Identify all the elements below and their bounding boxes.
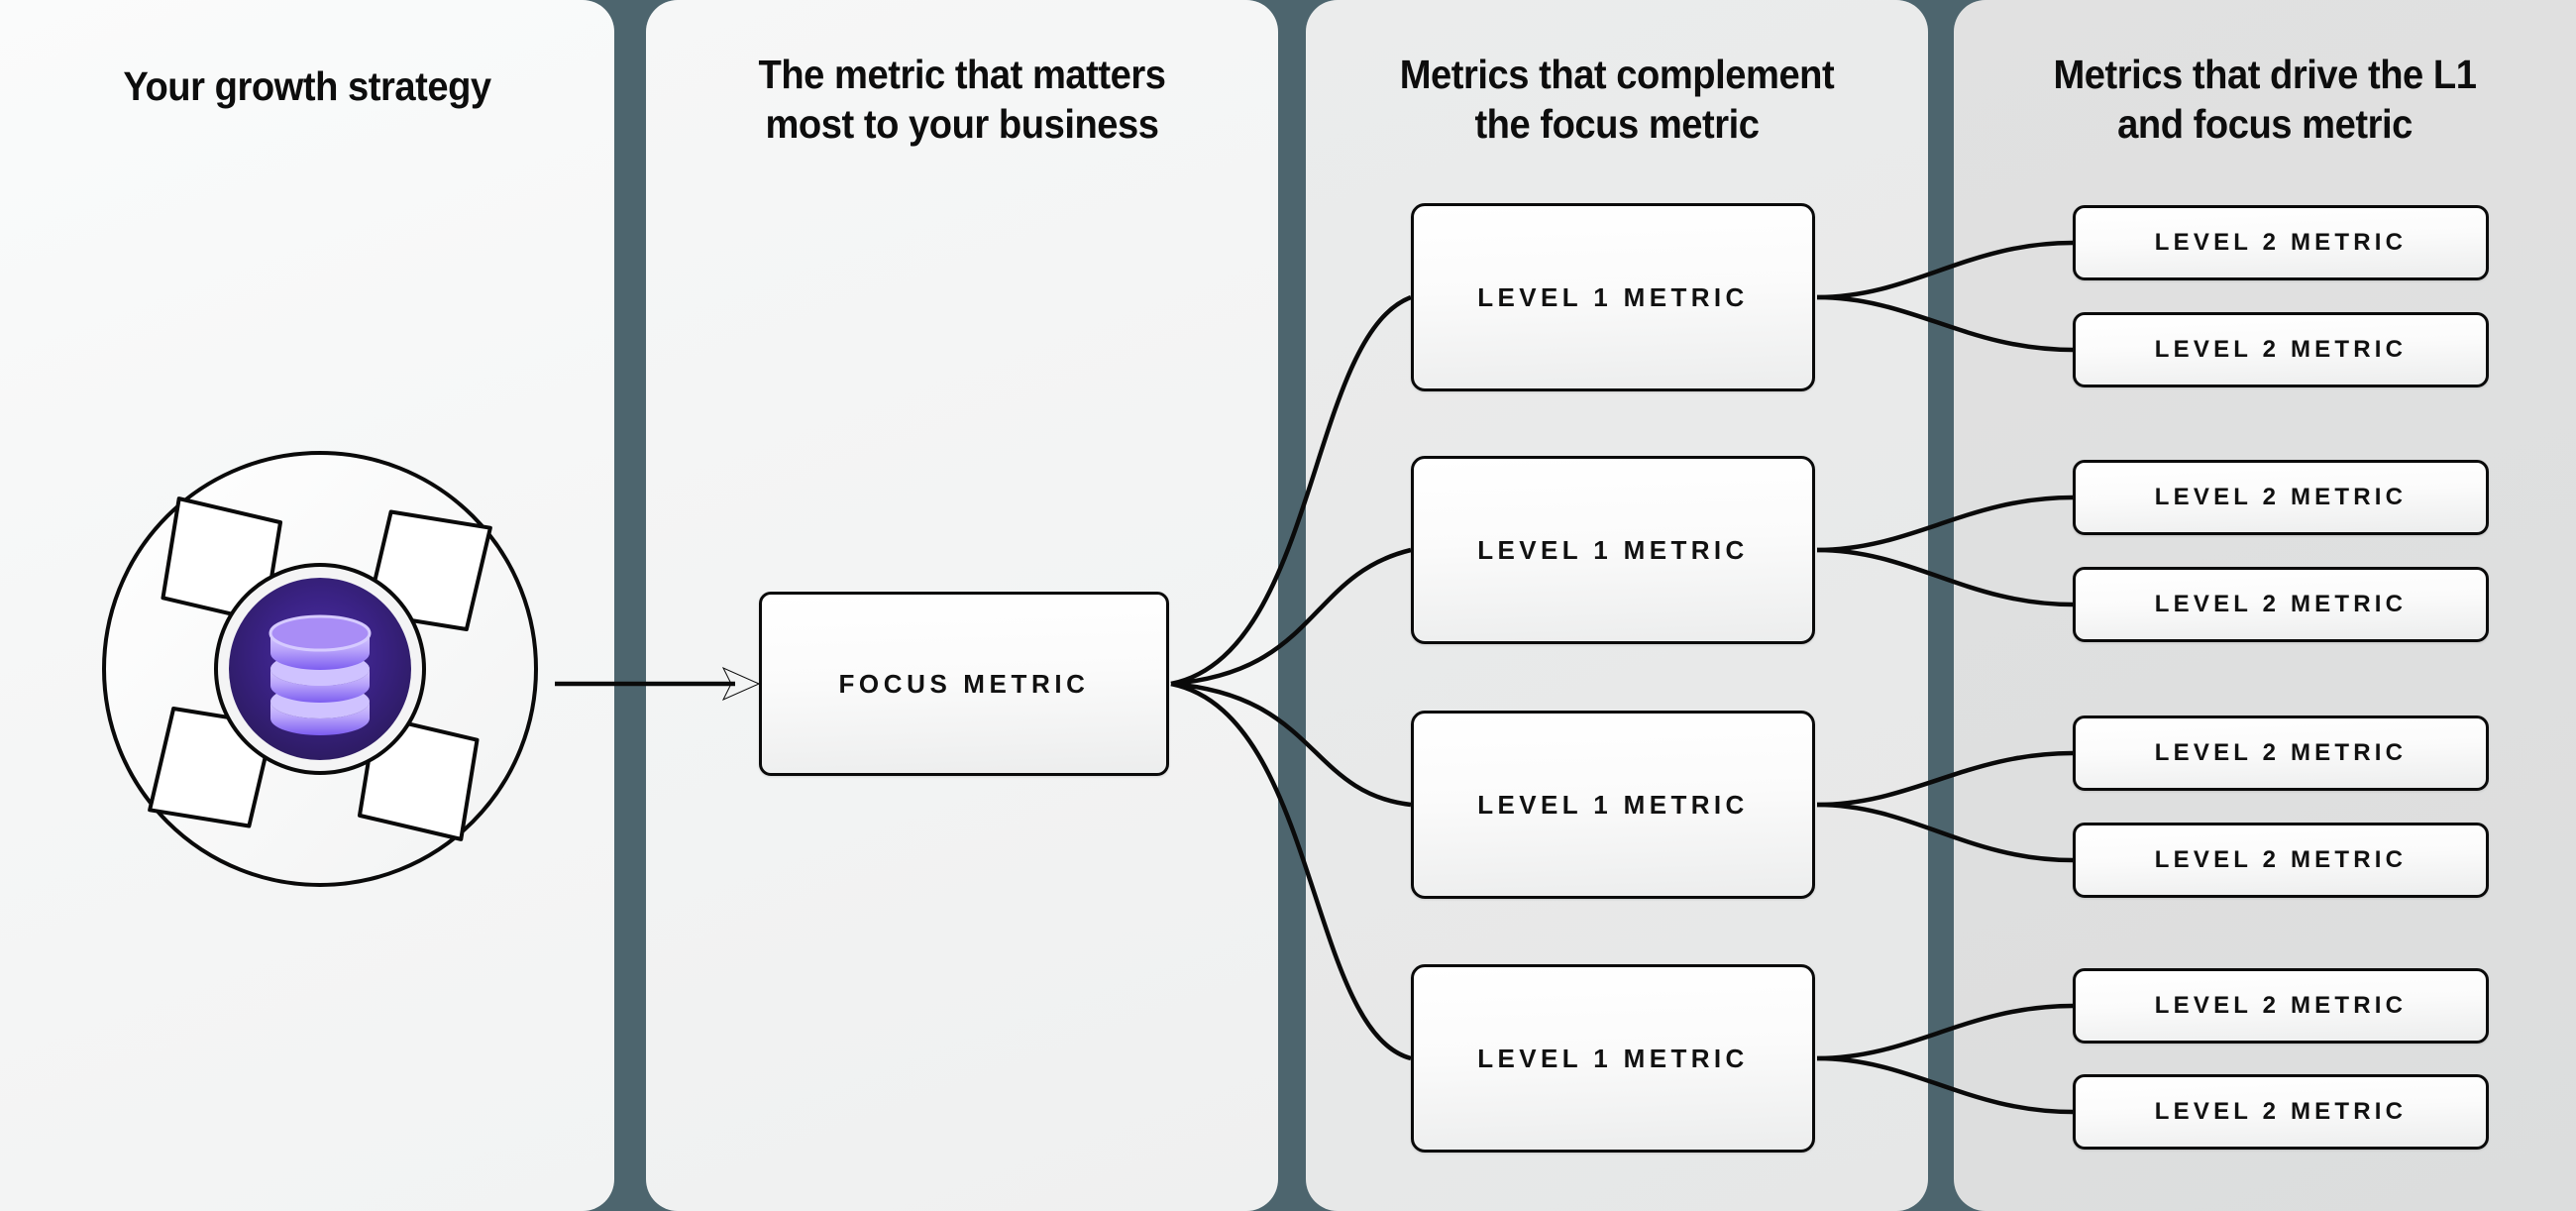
column-header-level-2-metrics: Metrics that drive the L1 and focus metr…: [2053, 52, 2477, 148]
level-2-metric-box-8[interactable]: LEVEL 2 METRIC: [2073, 1074, 2489, 1150]
level-1-metric-label: LEVEL 1 METRIC: [1477, 281, 1749, 312]
level-1-metric-label: LEVEL 1 METRIC: [1477, 789, 1749, 820]
level-2-metric-box-3[interactable]: LEVEL 2 METRIC: [2073, 460, 2489, 535]
database-stack-icon: [268, 614, 372, 735]
column-header-level-1-metrics: Metrics that complement the focus metric: [1399, 52, 1835, 148]
focus-metric-label: FOCUS METRIC: [838, 668, 1090, 699]
level-2-metric-box-7[interactable]: LEVEL 2 METRIC: [2073, 968, 2489, 1044]
level-2-metric-box-6[interactable]: LEVEL 2 METRIC: [2073, 823, 2489, 898]
level-2-metric-label: LEVEL 2 METRIC: [2154, 484, 2408, 510]
level-1-metric-label: LEVEL 1 METRIC: [1477, 534, 1749, 565]
level-2-metric-box-5[interactable]: LEVEL 2 METRIC: [2073, 716, 2489, 791]
level-2-metric-box-1[interactable]: LEVEL 2 METRIC: [2073, 205, 2489, 280]
level-1-metric-box-4[interactable]: LEVEL 1 METRIC: [1411, 964, 1815, 1153]
column-header-growth-strategy: Your growth strategy: [123, 63, 491, 109]
level-2-metric-label: LEVEL 2 METRIC: [2154, 229, 2408, 256]
level-1-metric-box-2[interactable]: LEVEL 1 METRIC: [1411, 456, 1815, 644]
level-2-metric-label: LEVEL 2 METRIC: [2154, 591, 2408, 617]
level-2-metric-label: LEVEL 2 METRIC: [2154, 846, 2408, 873]
level-2-metric-label: LEVEL 2 METRIC: [2154, 739, 2408, 766]
level-1-metric-box-1[interactable]: LEVEL 1 METRIC: [1411, 203, 1815, 391]
focus-metric-box[interactable]: FOCUS METRIC: [759, 592, 1169, 776]
level-1-metric-box-3[interactable]: LEVEL 1 METRIC: [1411, 711, 1815, 899]
level-2-metric-label: LEVEL 2 METRIC: [2154, 992, 2408, 1019]
level-2-metric-label: LEVEL 2 METRIC: [2154, 336, 2408, 363]
aperture-database-icon: [87, 436, 553, 902]
column-growth-strategy: Your growth strategy: [0, 0, 614, 1211]
level-2-metric-box-4[interactable]: LEVEL 2 METRIC: [2073, 567, 2489, 642]
level-2-metric-box-2[interactable]: LEVEL 2 METRIC: [2073, 312, 2489, 387]
column-header-focus-metric: The metric that matters most to your bus…: [758, 52, 1166, 148]
level-2-metric-label: LEVEL 2 METRIC: [2154, 1098, 2408, 1125]
level-1-metric-label: LEVEL 1 METRIC: [1477, 1043, 1749, 1073]
